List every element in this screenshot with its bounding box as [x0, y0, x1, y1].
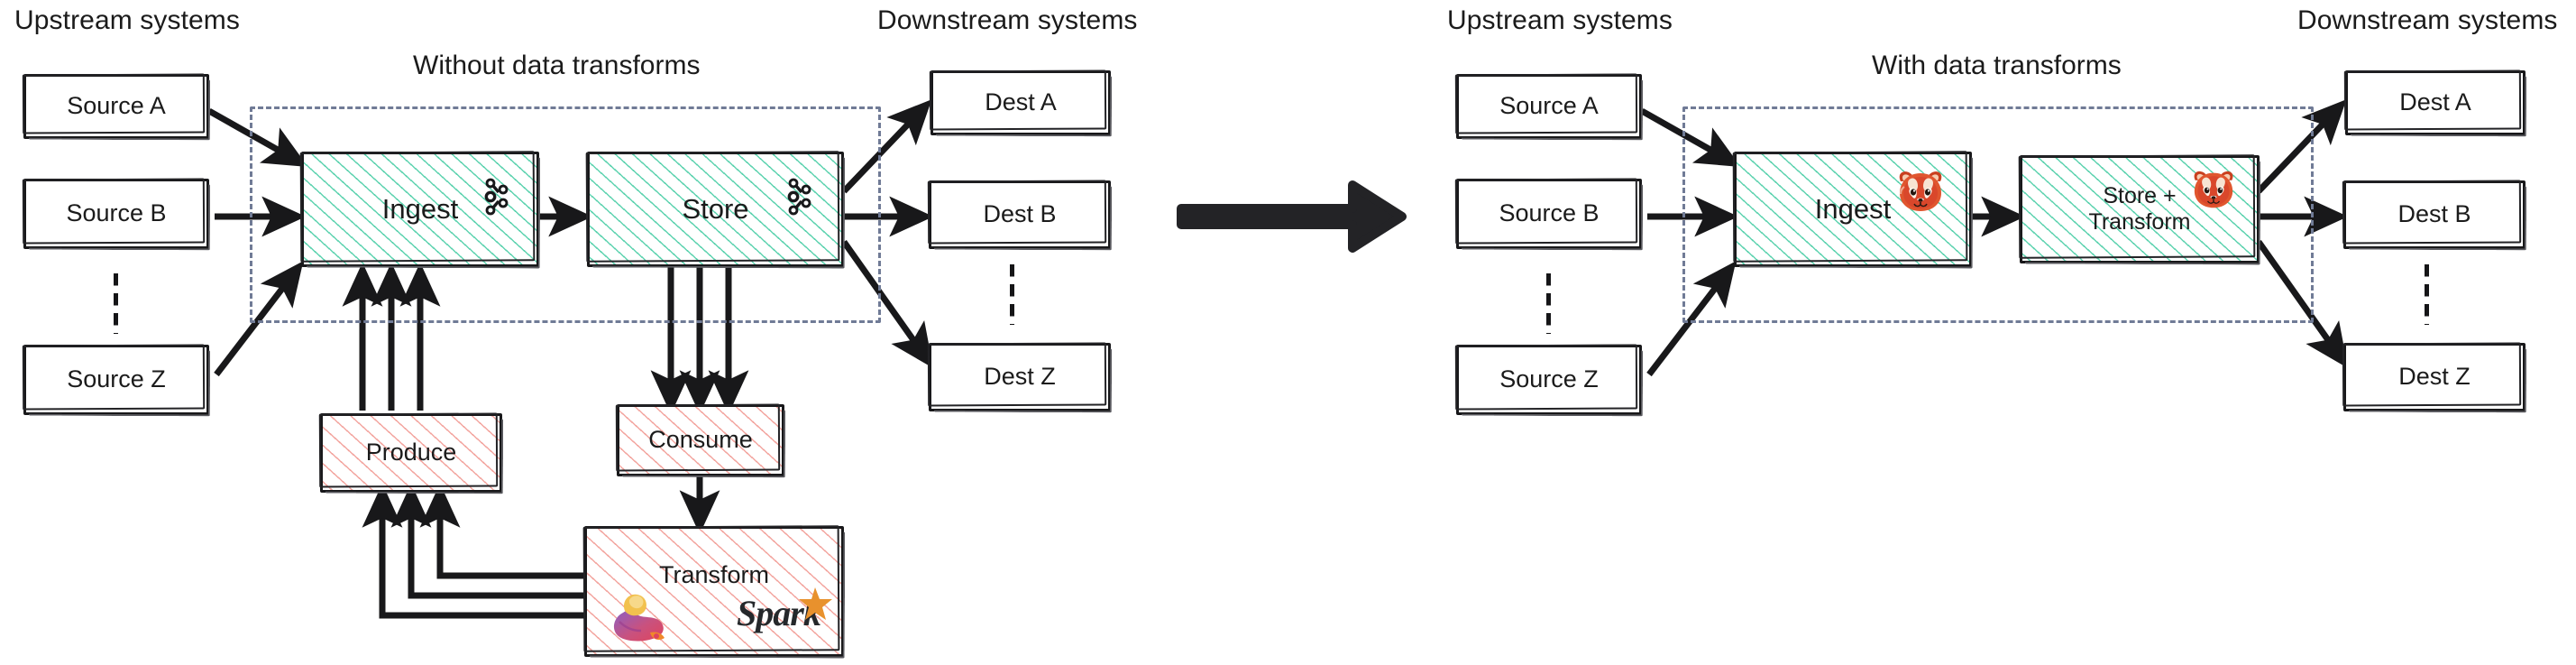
- left-ingest-box[interactable]: Ingest: [301, 152, 539, 267]
- left-dest-z-label: Dest Z: [984, 363, 1056, 391]
- right-dest-ellipsis-icon: [2425, 263, 2429, 325]
- left-store-box[interactable]: Store: [587, 152, 844, 267]
- right-dest-box-z[interactable]: Dest Z: [2343, 343, 2526, 411]
- left-dest-box-a[interactable]: Dest A: [930, 70, 1111, 135]
- right-source-z-label: Source Z: [1499, 365, 1599, 393]
- left-produce-label: Produce: [365, 439, 457, 466]
- transition-arrow: [1177, 180, 1407, 253]
- right-dest-box-b[interactable]: Dest B: [2343, 180, 2526, 249]
- redpanda-icon: [2190, 169, 2237, 210]
- right-source-box-a[interactable]: Source A: [1456, 74, 1642, 139]
- right-dest-z-label: Dest Z: [2398, 363, 2471, 391]
- left-dest-box-b[interactable]: Dest B: [929, 180, 1111, 249]
- right-panel-title: With data transforms: [1872, 51, 2122, 80]
- left-dest-box-z[interactable]: Dest Z: [929, 343, 1111, 411]
- left-source-b-label: Source B: [66, 199, 167, 227]
- left-transform-label: Transform: [658, 561, 769, 588]
- right-store-transform-line1: Store +: [2103, 182, 2177, 208]
- kafka-icon: [481, 176, 517, 217]
- left-upstream-heading: Upstream systems: [14, 5, 240, 35]
- right-source-box-z[interactable]: Source Z: [1456, 345, 1642, 415]
- right-downstream-heading: Downstream systems: [2297, 5, 2558, 35]
- right-dest-box-a[interactable]: Dest A: [2345, 70, 2526, 135]
- right-store-transform-label: Store + Transform: [2089, 183, 2191, 236]
- redpanda-icon: [1895, 169, 1946, 214]
- left-dest-a-label: Dest A: [985, 88, 1057, 116]
- left-consume-label: Consume: [648, 426, 753, 454]
- spark-icon: Spark: [735, 584, 832, 638]
- right-ingest-box[interactable]: Ingest: [1734, 152, 1972, 267]
- right-source-b-label: Source B: [1499, 199, 1600, 227]
- left-store-label: Store: [682, 192, 749, 225]
- left-dest-ellipsis-icon: [1010, 263, 1014, 325]
- left-source-a-label: Source A: [67, 92, 166, 120]
- right-store-transform-line2: Transform: [2088, 209, 2191, 235]
- right-source-ellipsis-icon: [1546, 272, 1551, 334]
- right-source-box-b[interactable]: Source B: [1456, 179, 1642, 249]
- left-source-z-label: Source Z: [67, 365, 166, 393]
- left-consume-box[interactable]: Consume: [617, 404, 784, 476]
- left-downstream-heading: Downstream systems: [877, 5, 1138, 35]
- left-panel-title: Without data transforms: [413, 51, 701, 80]
- left-produce-box[interactable]: Produce: [320, 413, 502, 493]
- right-dest-a-label: Dest A: [2399, 88, 2471, 116]
- right-source-a-label: Source A: [1499, 92, 1599, 120]
- left-source-box-z[interactable]: Source Z: [23, 345, 209, 415]
- kafka-icon: [784, 176, 820, 217]
- left-source-box-a[interactable]: Source A: [23, 74, 209, 139]
- left-source-box-b[interactable]: Source B: [23, 179, 209, 249]
- left-pipeline-dashed-container: [250, 106, 881, 323]
- left-source-ellipsis-icon: [114, 272, 118, 334]
- right-store-transform-box[interactable]: Store + Transform: [2020, 155, 2260, 263]
- flink-squirrel-icon: [607, 586, 672, 645]
- left-dest-b-label: Dest B: [983, 200, 1057, 228]
- right-pipeline-dashed-container: [1682, 106, 2314, 323]
- left-transform-box[interactable]: Transform S: [584, 526, 844, 657]
- left-transform-to-produce-arrows: [362, 483, 586, 619]
- right-dest-b-label: Dest B: [2397, 200, 2471, 228]
- right-ingest-label: Ingest: [1814, 192, 1892, 225]
- right-upstream-heading: Upstream systems: [1447, 5, 1673, 35]
- left-ingest-label: Ingest: [381, 192, 459, 225]
